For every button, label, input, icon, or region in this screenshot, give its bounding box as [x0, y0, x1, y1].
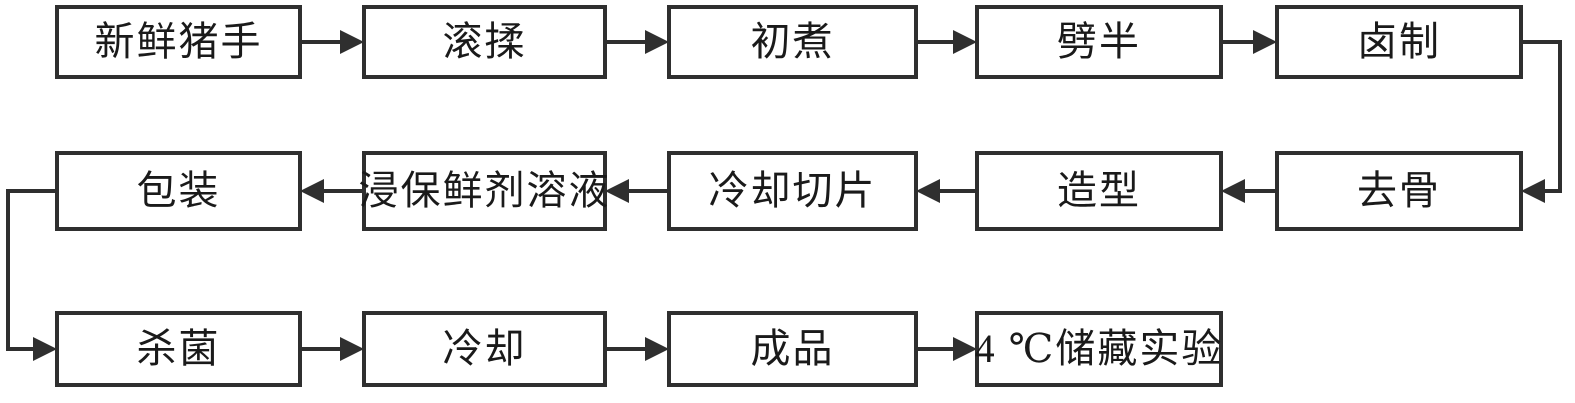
arrowhead-row3-3 — [953, 337, 977, 361]
node-fresh-pig-trotters: 新鲜猪手 — [55, 5, 302, 79]
node-label: 浸保鲜剂溶液 — [358, 168, 611, 213]
node-label: 劈半 — [1057, 19, 1141, 64]
node-preservative-soak: 浸保鲜剂溶液 — [359, 151, 609, 231]
node-tumbling: 滚揉 — [362, 5, 607, 79]
arrowhead-elbow-left — [33, 337, 57, 361]
arrowhead-row1-1 — [340, 30, 364, 54]
arrowhead-row2-2 — [916, 179, 940, 203]
node-4c-storage-test: 4 ℃储藏实验 — [975, 311, 1223, 387]
arrowhead-row1-4 — [1253, 30, 1277, 54]
node-label: 杀菌 — [136, 326, 221, 371]
node-label: 成品 — [750, 326, 835, 371]
node-label: 卤制 — [1357, 19, 1441, 64]
node-packaging: 包装 — [55, 151, 302, 231]
node-cooling-slicing: 冷却切片 — [667, 151, 918, 231]
arrowhead-row2-4 — [300, 179, 324, 203]
node-label: 4 ℃储藏实验 — [974, 326, 1224, 371]
arrowhead-row1-2 — [645, 30, 669, 54]
node-label: 新鲜猪手 — [94, 19, 263, 64]
node-shaping: 造型 — [975, 151, 1223, 231]
arrowhead-row2-3 — [605, 179, 629, 203]
arrowhead-elbow-right — [1521, 179, 1545, 203]
elbow-left-shaft — [6, 189, 55, 351]
node-sterilization: 杀菌 — [55, 311, 302, 387]
elbow-right-shaft — [1523, 40, 1562, 193]
node-finished-product: 成品 — [667, 311, 918, 387]
node-label: 初煮 — [750, 19, 835, 64]
node-initial-boiling: 初煮 — [667, 5, 918, 79]
arrowhead-row1-3 — [953, 30, 977, 54]
node-label: 造型 — [1057, 168, 1141, 213]
arrowhead-row3-2 — [645, 337, 669, 361]
node-label: 去骨 — [1357, 168, 1441, 213]
node-marinating: 卤制 — [1275, 5, 1523, 79]
node-deboning: 去骨 — [1275, 151, 1523, 231]
node-label: 冷却 — [442, 326, 527, 371]
node-label: 滚揉 — [442, 19, 527, 64]
arrowhead-row3-1 — [340, 337, 364, 361]
node-label: 包装 — [136, 168, 221, 213]
arrowhead-row2-1 — [1221, 179, 1245, 203]
node-label: 冷却切片 — [708, 168, 877, 213]
node-split-in-half: 劈半 — [975, 5, 1223, 79]
node-cooling: 冷却 — [362, 311, 607, 387]
